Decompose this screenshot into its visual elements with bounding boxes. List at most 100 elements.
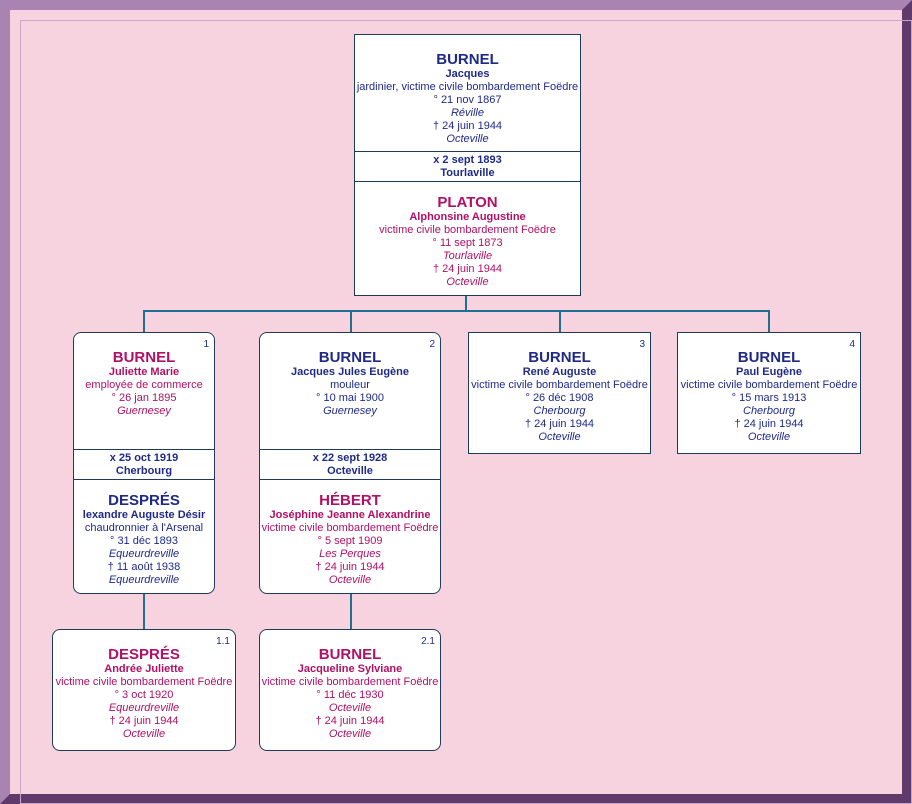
grandchild-given-names: Jacqueline Sylviane [297,663,403,675]
father-death: † 24 juin 1944 [432,120,503,132]
connector-parents-down [465,295,467,311]
grandchild-birth: ° 11 déc 1930 [316,689,384,701]
grandchild-given-names: Andrée Juliette [104,663,184,675]
father-occupation: jardinier, victime civile bombardement F… [356,81,579,93]
father-birth-place: Réville [450,107,484,119]
child-occupation: victime civile bombardement Foëdre [471,379,648,391]
spouse-occupation: chaudronnier à l'Arsenal [84,522,204,534]
child-4-box[interactable]: 4 BURNEL Paul Eugène victime civile bomb… [677,332,861,454]
spouse-birth: ° 5 sept 1909 [317,535,383,547]
child-1-marriage: x 25 oct 1919 Cherbourg [74,452,214,478]
connector-child-1 [143,310,145,333]
marriage-date: x 25 oct 1919 [109,452,179,464]
spouse-death-place: Octeville [328,574,372,586]
child-3-person: BURNEL René Auguste victime civile bomba… [469,349,650,444]
child-2-person: BURNEL Jacques Jules Eugène mouleur ° 10… [260,349,440,418]
mother-given-names: Alphonsine Augustine [409,211,526,223]
child-1-spouse: DESPRÉS lexandre Auguste Désir chaudronn… [74,492,214,587]
connector-child-4 [768,310,770,333]
divider [260,479,440,480]
mother-death: † 24 juin 1944 [432,263,503,275]
divider [74,479,214,480]
grandchild-surname: DESPRÉS [108,646,180,663]
connector-grandchild-2-1 [350,593,352,630]
child-birth-place: Cherbourg [533,405,586,417]
spouse-birth-place: Les Perques [319,548,381,560]
child-2-box[interactable]: 2 BURNEL Jacques Jules Eugène mouleur ° … [259,332,441,594]
child-given-names: René Auguste [522,366,597,378]
spouse-occupation: victime civile bombardement Foëdre [261,522,439,534]
child-given-names: Jacques Jules Eugène [291,366,409,378]
spouse-death: † 11 août 1938 [107,561,181,573]
divider [355,151,580,152]
divider [74,449,214,450]
child-birth: ° 26 déc 1908 [525,392,594,404]
child-number: 3 [639,339,645,350]
child-birth-place: Guernesey [323,405,377,417]
child-number: 2 [429,339,435,350]
grandchild-surname: BURNEL [318,646,382,663]
mother-section: PLATON Alphonsine Augustine victime civi… [355,194,580,289]
child-surname: BURNEL [737,349,801,366]
child-occupation: victime civile bombardement Foëdre [680,379,858,391]
child-3-box[interactable]: 3 BURNEL René Auguste victime civile bom… [468,332,651,454]
grandchild-death-place: Octeville [328,728,372,740]
grandchild-1-1-person: DESPRÉS Andrée Juliette victime civile b… [53,646,235,741]
grandchild-birth-place: Octeville [328,702,372,714]
father-given-names: Jacques [445,68,490,80]
grandchild-death: † 24 juin 1944 [315,715,385,727]
parents-marriage-date: x 2 sept 1893 [433,154,502,166]
child-birth: ° 15 mars 1913 [731,392,807,404]
child-death-place: Octeville [747,431,791,443]
parents-marriage: x 2 sept 1893 Tourlaville [355,154,580,180]
child-occupation: employée de commerce [85,379,203,391]
mother-birth-place: Tourlaville [442,250,493,262]
grandchild-occupation: victime civile bombardement Foëdre [55,676,233,688]
child-given-names: Paul Eugène [735,366,803,378]
child-surname: BURNEL [318,349,382,366]
child-birth-place: Guernesey [117,405,171,417]
child-surname: BURNEL [528,349,591,366]
father-section: BURNEL Jacques jardinier, victime civile… [355,51,580,146]
divider [355,181,580,182]
father-birth: ° 21 nov 1867 [433,94,502,106]
grandchild-1-1-box[interactable]: 1.1 DESPRÉS Andrée Juliette victime civi… [52,629,236,751]
marriage-date: x 22 sept 1928 [312,452,388,464]
child-birth-place: Cherbourg [743,405,795,417]
divider [260,449,440,450]
parents-box[interactable]: BURNEL Jacques jardinier, victime civile… [354,34,581,296]
grandchild-birth: ° 3 oct 1920 [114,689,174,701]
mother-surname: PLATON [437,194,498,211]
spouse-surname: DESPRÉS [108,492,180,509]
spouse-surname: HÉBERT [319,492,381,509]
connector-grandchild-1-1 [143,593,145,630]
child-1-person: BURNEL Juliette Marie employée de commer… [74,349,214,418]
father-surname: BURNEL [436,51,499,68]
connector-child-3 [559,310,561,333]
child-death: † 24 juin 1944 [524,418,595,430]
child-birth: ° 26 jan 1895 [111,392,177,404]
grandchild-2-1-box[interactable]: 2.1 BURNEL Jacqueline Sylviane victime c… [259,629,441,751]
spouse-birth: ° 31 déc 1893 [109,535,178,547]
child-given-names: Juliette Marie [108,366,180,378]
child-death-place: Octeville [538,431,581,443]
spouse-birth-place: Equeurdreville [108,548,180,560]
parents-marriage-place: Tourlaville [440,167,495,179]
child-number: 4 [849,339,855,350]
child-1-box[interactable]: 1 BURNEL Juliette Marie employée de comm… [73,332,215,594]
marriage-place: Cherbourg [115,465,173,477]
child-4-person: BURNEL Paul Eugène victime civile bombar… [678,349,860,444]
mother-occupation: victime civile bombardement Foëdre [379,224,556,236]
mother-birth: ° 11 sept 1873 [432,237,503,249]
child-number: 1 [203,339,209,350]
father-death-place: Octeville [446,133,489,145]
grandchild-number: 1.1 [216,636,230,647]
grandchild-death: † 24 juin 1944 [109,715,179,727]
grandchild-2-1-person: BURNEL Jacqueline Sylviane victime civil… [260,646,440,741]
child-occupation: mouleur [330,379,370,391]
grandchild-number: 2.1 [421,636,435,647]
spouse-given-names: lexandre Auguste Désir [82,509,206,521]
child-death: † 24 juin 1944 [734,418,804,430]
connector-children-bar [143,310,770,312]
spouse-given-names: Joséphine Jeanne Alexandrine [269,509,431,521]
